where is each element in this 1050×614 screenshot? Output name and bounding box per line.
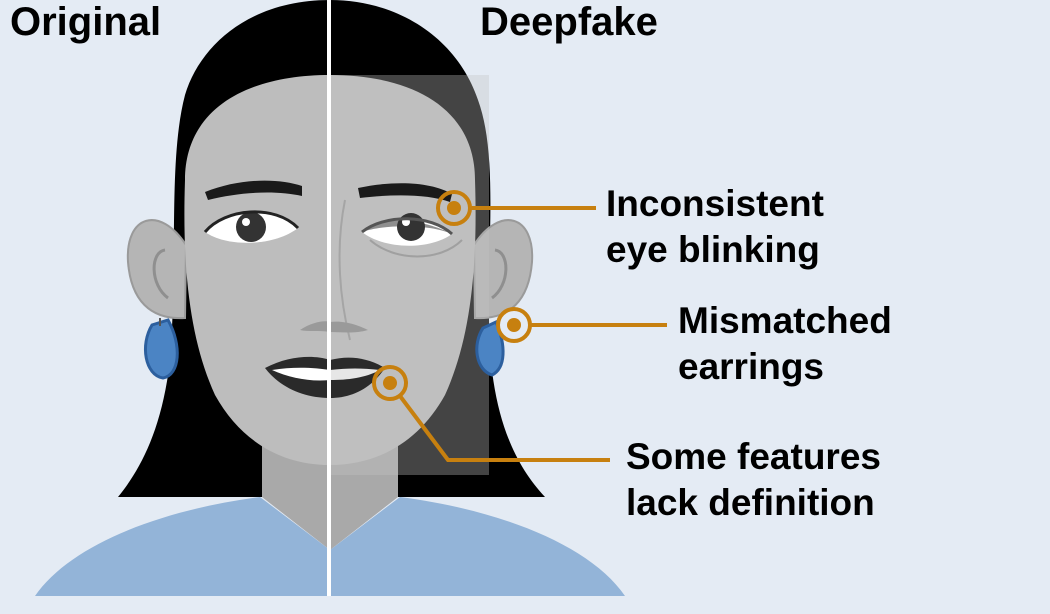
right-lips <box>330 357 385 398</box>
original-half <box>144 180 329 398</box>
left-ear <box>126 219 188 320</box>
callout-features-line1: Some features <box>626 436 881 477</box>
callout-features-line2: lack definition <box>626 482 875 523</box>
callout-eye-line1: Inconsistent <box>606 183 824 224</box>
left-eyebrow <box>205 180 302 200</box>
original-title: Original <box>10 0 162 44</box>
callout-eye-blinking: Inconsistent eye blinking <box>606 181 824 273</box>
left-pupil <box>236 212 266 242</box>
callout-earrings-line1: Mismatched <box>678 300 892 341</box>
callout-earrings: Mismatched earrings <box>678 298 892 390</box>
deepfake-title: Deepfake <box>480 0 658 44</box>
left-earring <box>144 318 179 380</box>
callout-eye-line2: eye blinking <box>606 229 820 270</box>
right-pupil <box>397 213 425 241</box>
callout-markers <box>372 190 667 462</box>
callout-features: Some features lack definition <box>626 434 881 526</box>
mouth-callout-line <box>398 394 610 462</box>
right-ear <box>472 219 534 320</box>
mouth-callout-ring <box>372 365 408 401</box>
callout-earrings-line2: earrings <box>678 346 825 387</box>
shirt <box>35 497 625 596</box>
right-eyebrow <box>358 183 452 202</box>
nose <box>300 321 329 332</box>
